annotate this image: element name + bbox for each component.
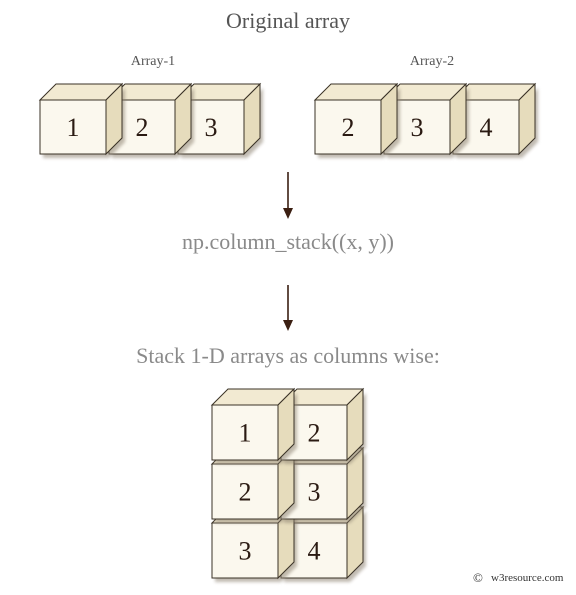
cube-value: 2 [342, 113, 355, 142]
array-2-cubes: 4 3 2 [313, 82, 538, 158]
cube-value: 4 [480, 113, 493, 142]
operation-label: np.column_stack((x, y)) [182, 229, 394, 254]
down-arrow-1 [283, 172, 293, 219]
cube-value: 2 [239, 478, 252, 507]
result-caption: Stack 1-D arrays as columns wise: [136, 343, 440, 368]
array-2-cube-1: 2 [313, 82, 400, 158]
diagram-title: Original array [226, 8, 350, 33]
cube-front-face [39, 99, 107, 155]
cube-front-face [211, 463, 279, 520]
cube-value: 1 [239, 419, 252, 448]
array-1-cube-1: 1 [38, 82, 125, 158]
watermark: © w3resource.com [473, 570, 564, 585]
copyright-icon: © [473, 570, 483, 585]
result-cube-r1-c1: 1 [210, 387, 297, 464]
cube-value: 3 [308, 478, 321, 507]
watermark-text: w3resource.com [491, 572, 564, 584]
cube-value: 2 [308, 419, 321, 448]
cube-value: 4 [308, 537, 321, 566]
cube-value: 2 [136, 113, 149, 142]
cube-value: 3 [411, 113, 424, 142]
down-arrow-2 [283, 285, 293, 331]
array-1-cube-3: 3 [176, 82, 263, 158]
array-1-label: Array-1 [131, 54, 175, 69]
array-1-cubes: 3 2 1 [38, 82, 263, 158]
result-grid-cubes: 4 3 3 2 2 1 [210, 387, 366, 582]
cube-value: 3 [205, 113, 218, 142]
cube-front-face [314, 99, 382, 155]
cube-value: 3 [239, 537, 252, 566]
cube-value: 1 [67, 113, 80, 142]
result-cube-r1-c2: 2 [279, 387, 366, 464]
array-2-label: Array-2 [410, 54, 454, 69]
cube-front-face [211, 404, 279, 461]
